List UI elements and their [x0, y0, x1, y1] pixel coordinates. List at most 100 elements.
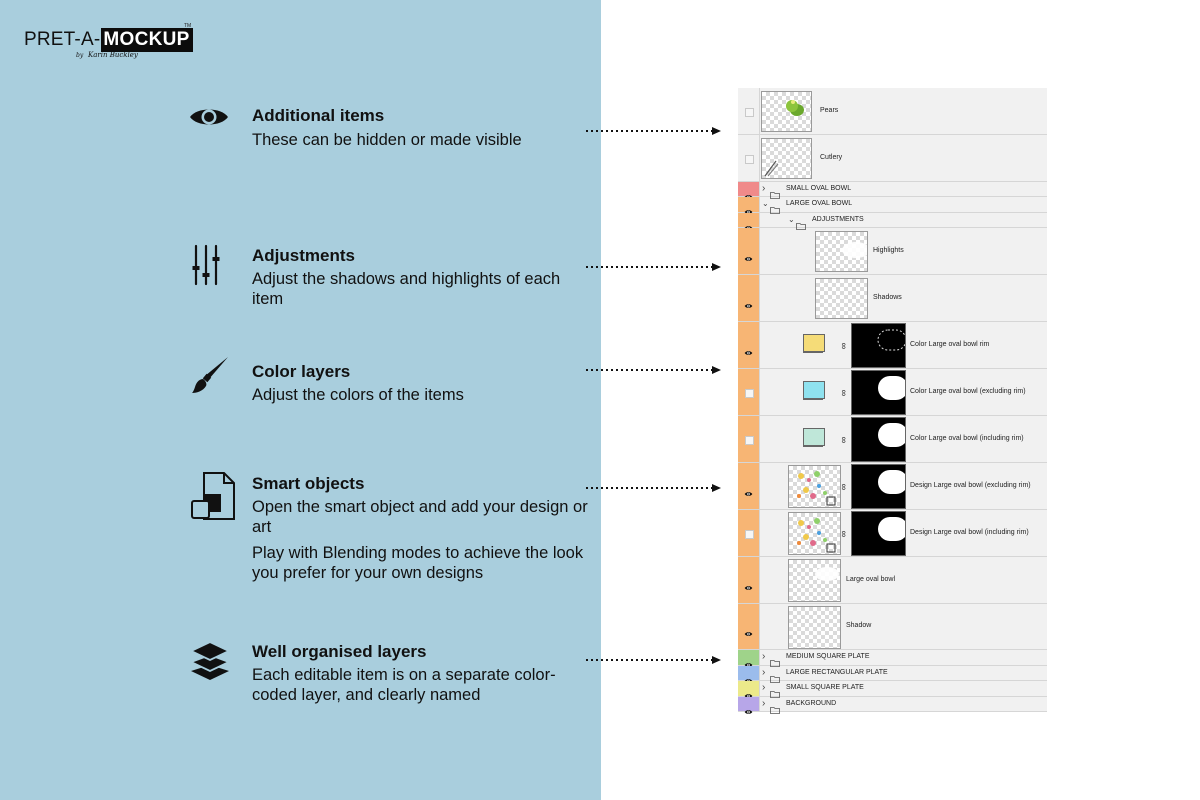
layer-row[interactable]: Shadows — [738, 275, 1047, 322]
eye-icon[interactable] — [744, 624, 753, 636]
layer-visibility-toggle[interactable] — [738, 197, 759, 212]
layer-row[interactable]: ∞Color Large oval bowl (including rim) — [738, 416, 1047, 463]
chevron-right-icon[interactable]: › — [762, 651, 766, 662]
feature-desc-line: Open the smart object and add your desig… — [252, 498, 588, 536]
eye-icon[interactable] — [744, 686, 753, 698]
layer-row[interactable]: Pears — [738, 88, 1047, 135]
feature-desc-line: Each editable item is on a separate colo… — [252, 666, 556, 704]
logo-signature: Karin Buckley — [88, 51, 138, 59]
layer-thumbnail — [761, 91, 812, 132]
layer-name[interactable]: Pears — [820, 106, 839, 114]
layer-name[interactable]: Color Large oval bowl (excluding rim) — [910, 387, 1026, 395]
layer-row[interactable]: Shadow — [738, 604, 1047, 650]
layer-name[interactable]: Shadow — [846, 622, 872, 629]
layer-divider — [759, 182, 760, 196]
layer-divider — [759, 510, 760, 556]
layer-visibility-toggle[interactable] — [738, 666, 759, 680]
layer-name[interactable]: MEDIUM SQUARE PLATE — [786, 653, 870, 660]
layer-divider — [759, 135, 760, 181]
layer-row[interactable]: › MEDIUM SQUARE PLATE — [738, 650, 1047, 667]
layer-name[interactable]: LARGE OVAL BOWL — [786, 200, 853, 207]
feature-title: Color layers — [252, 362, 351, 381]
link-icon: ∞ — [839, 389, 850, 396]
layer-thumbnail — [815, 278, 868, 319]
layer-visibility-toggle[interactable] — [738, 213, 759, 227]
layer-row[interactable]: › SMALL OVAL BOWL — [738, 182, 1047, 199]
empty-visibility-box[interactable] — [745, 435, 754, 445]
layer-row[interactable]: › LARGE RECTANGULAR PLATE — [738, 666, 1047, 683]
chevron-right-icon[interactable]: › — [762, 682, 766, 693]
layer-visibility-toggle[interactable] — [738, 557, 759, 603]
layer-divider — [759, 369, 760, 415]
eye-icon[interactable] — [744, 702, 753, 714]
chevron-right-icon[interactable]: › — [762, 182, 766, 194]
layer-row[interactable]: Cutlery — [738, 135, 1047, 182]
layer-name[interactable]: Cutlery — [820, 153, 843, 161]
layers-icon — [189, 641, 231, 680]
chevron-down-icon[interactable]: ⌄ — [762, 199, 769, 208]
eye-icon[interactable] — [744, 484, 753, 496]
layer-visibility-toggle[interactable] — [738, 697, 759, 711]
layer-name[interactable]: BACKGROUND — [786, 699, 837, 707]
layer-visibility-toggle[interactable] — [738, 322, 759, 368]
layer-name[interactable]: Design Large oval bowl (excluding rim) — [910, 481, 1031, 489]
chevron-down-icon[interactable]: ⌄ — [788, 214, 795, 224]
eye-icon[interactable] — [744, 187, 753, 199]
layer-name[interactable]: ADJUSTMENTS — [812, 215, 864, 223]
empty-visibility-box[interactable] — [745, 529, 754, 539]
eye-icon[interactable] — [744, 343, 753, 355]
pointer-arrow — [586, 263, 721, 271]
feature-title: Additional items — [252, 106, 385, 125]
layer-name[interactable]: Large oval bowl — [846, 575, 896, 583]
layer-divider — [759, 213, 760, 227]
layer-name[interactable]: Design Large oval bowl (including rim) — [910, 528, 1029, 536]
layer-row[interactable]: › SMALL SQUARE PLATE — [738, 681, 1047, 698]
layer-visibility-toggle[interactable] — [738, 275, 759, 321]
layer-divider — [759, 463, 760, 509]
layer-row[interactable]: › BACKGROUND — [738, 697, 1047, 714]
layer-mask — [851, 323, 907, 368]
layer-row[interactable]: ∞Color Large oval bowl rim — [738, 322, 1047, 369]
layer-visibility-toggle[interactable] — [738, 182, 759, 196]
eye-icon[interactable] — [744, 296, 753, 308]
layer-thumbnail — [788, 606, 841, 649]
eye-icon[interactable] — [744, 671, 753, 683]
layer-row[interactable]: Highlights — [738, 228, 1047, 275]
eye-icon[interactable] — [744, 249, 753, 261]
layer-row[interactable]: ∞Design Large oval bowl (excluding rim) — [738, 463, 1047, 510]
eye-icon[interactable] — [744, 202, 753, 214]
layer-name[interactable]: Color Large oval bowl (including rim) — [910, 434, 1024, 442]
chevron-right-icon[interactable]: › — [762, 697, 766, 709]
layer-name[interactable]: Shadows — [873, 293, 902, 301]
chevron-right-icon[interactable]: › — [762, 666, 766, 678]
eye-icon[interactable] — [744, 578, 753, 590]
color-swatch — [803, 381, 825, 399]
layer-visibility-toggle[interactable] — [738, 681, 759, 696]
layer-visibility-toggle[interactable] — [738, 463, 759, 509]
layer-mask — [851, 370, 908, 415]
layer-visibility-toggle[interactable] — [738, 604, 759, 649]
empty-visibility-box[interactable] — [745, 388, 754, 398]
eye-icon[interactable] — [744, 655, 753, 667]
swatch-stand — [803, 446, 823, 449]
logo-by: by — [76, 52, 84, 59]
eye-icon[interactable] — [744, 218, 753, 230]
layer-row[interactable]: ∞ Color Large oval bowl (excluding rim) — [738, 369, 1047, 416]
sliders-icon — [192, 244, 220, 286]
layer-visibility-toggle[interactable] — [738, 650, 759, 665]
layer-name[interactable]: LARGE RECTANGULAR PLATE — [786, 668, 888, 676]
folder-icon — [770, 186, 780, 199]
layer-row[interactable]: ∞Design Large oval bowl (including rim) — [738, 510, 1047, 557]
layer-thumbnail — [815, 231, 870, 272]
empty-visibility-box[interactable] — [745, 107, 754, 117]
layer-row[interactable]: ⌄ ADJUSTMENTS — [738, 213, 1047, 230]
layer-row[interactable]: Large oval bowl — [738, 557, 1047, 604]
layer-visibility-toggle[interactable] — [738, 228, 759, 274]
empty-visibility-box[interactable] — [745, 154, 754, 164]
layer-name[interactable]: Color Large oval bowl rim — [910, 340, 990, 348]
layer-name[interactable]: SMALL OVAL BOWL — [786, 184, 852, 192]
layer-name[interactable]: SMALL SQUARE PLATE — [786, 684, 864, 691]
layer-name[interactable]: Highlights — [873, 246, 904, 254]
layer-row[interactable]: ⌄ LARGE OVAL BOWL — [738, 197, 1047, 214]
